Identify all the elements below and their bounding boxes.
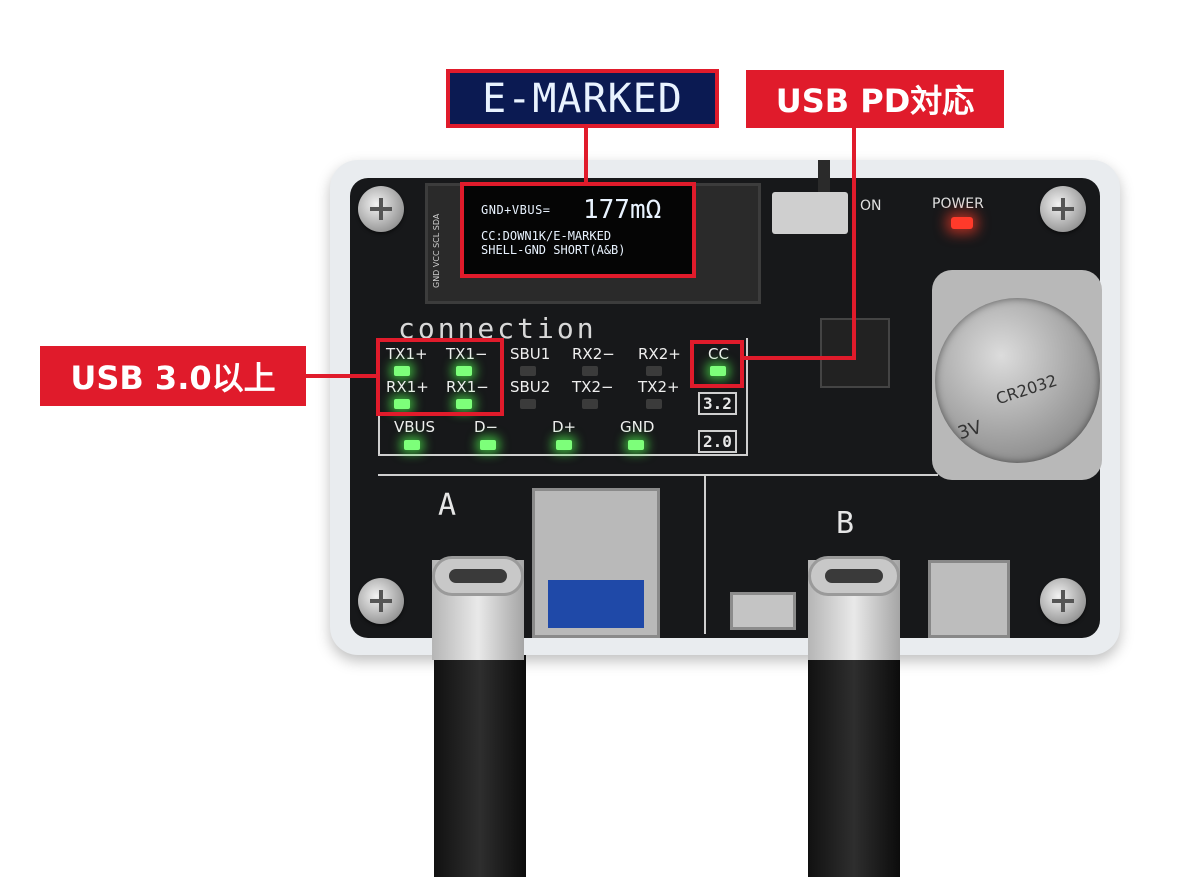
pin-vbus: VBUS <box>394 418 436 436</box>
oled-screen: GND+VBUS= 177mΩ CC:DOWN1K/E-MARKED SHELL… <box>463 185 693 275</box>
usb-c-port-a[interactable] <box>432 556 524 596</box>
led-gnd <box>628 440 644 450</box>
pin-tx1-plus: TX1+ <box>386 345 428 363</box>
oled-callout-box <box>460 182 696 278</box>
usb-pd-connector-vertical <box>852 128 856 360</box>
port-b-label: B <box>836 506 855 541</box>
pin-sbu2: SBU2 <box>510 378 551 396</box>
coin-battery <box>935 298 1100 463</box>
led-d-plus <box>556 440 572 450</box>
usb-pd-callout: USB PD対応 <box>746 70 1004 128</box>
power-label: POWER <box>932 196 984 212</box>
led-rx2-plus <box>646 366 662 376</box>
section-divider-vertical <box>704 474 706 634</box>
pin-d-plus: D+ <box>552 418 577 436</box>
led-sbu2 <box>520 399 536 409</box>
screw-bottom-left-icon <box>358 578 404 624</box>
usb-pd-connector-horizontal <box>742 356 856 360</box>
led-sbu1 <box>520 366 536 376</box>
pin-tx2-plus: TX2+ <box>638 378 680 396</box>
pin-rx1-plus: RX1+ <box>386 378 429 396</box>
cable-b <box>808 655 900 877</box>
pin-tx2-minus: TX2− <box>572 378 614 396</box>
led-tx1-plus <box>394 366 410 376</box>
screw-bottom-right-icon <box>1040 578 1086 624</box>
oled-resistance-value: 177mΩ <box>583 195 662 225</box>
emarked-callout: E-MARKED <box>446 69 719 128</box>
led-cc <box>710 366 726 376</box>
power-led <box>951 217 973 229</box>
led-tx2-minus <box>582 399 598 409</box>
mini-usb-port[interactable] <box>928 560 1010 638</box>
oled-shell-line: SHELL-GND SHORT(A&B) <box>481 243 626 257</box>
pin-rx2-plus: RX2+ <box>638 345 681 363</box>
screw-top-right-icon <box>1040 186 1086 232</box>
pin-rx1-minus: RX1− <box>446 378 489 396</box>
version-2-0-label: 2.0 <box>698 430 737 453</box>
pin-tx1-minus: TX1− <box>446 345 488 363</box>
pin-gnd: GND <box>620 418 655 436</box>
pin-cc: CC <box>708 345 729 363</box>
led-rx1-minus <box>456 399 472 409</box>
usb30-connector-line <box>306 374 378 378</box>
cable-a <box>434 655 526 877</box>
switch-lever[interactable] <box>818 160 830 194</box>
oled-pin-labels: GND VCC SCL SDA <box>432 213 441 288</box>
usb30-callout: USB 3.0以上 <box>40 346 306 406</box>
emarked-connector-line <box>584 128 588 184</box>
oled-gnd-vbus-label: GND+VBUS= <box>481 203 551 217</box>
power-switch[interactable] <box>772 192 848 234</box>
led-vbus <box>404 440 420 450</box>
pin-sbu1: SBU1 <box>510 345 551 363</box>
port-a-label: A <box>438 488 457 523</box>
cc-callout-box <box>690 340 744 388</box>
pin-rx2-minus: RX2− <box>572 345 615 363</box>
usb30-callout-box <box>376 338 504 416</box>
usb-c-port-b[interactable] <box>808 556 900 596</box>
screw-top-left-icon <box>358 186 404 232</box>
oled-cc-line: CC:DOWN1K/E-MARKED <box>481 229 612 243</box>
micro-usb-port[interactable] <box>730 592 796 630</box>
led-tx2-plus <box>646 399 662 409</box>
pin-d-minus: D− <box>474 418 499 436</box>
led-rx1-plus <box>394 399 410 409</box>
usb-a-tongue <box>548 580 644 628</box>
led-rx2-minus <box>582 366 598 376</box>
section-divider-horizontal <box>378 474 938 476</box>
led-tx1-minus <box>456 366 472 376</box>
led-d-minus <box>480 440 496 450</box>
on-label: ON <box>860 198 882 214</box>
version-3-2-label: 3.2 <box>698 392 737 415</box>
